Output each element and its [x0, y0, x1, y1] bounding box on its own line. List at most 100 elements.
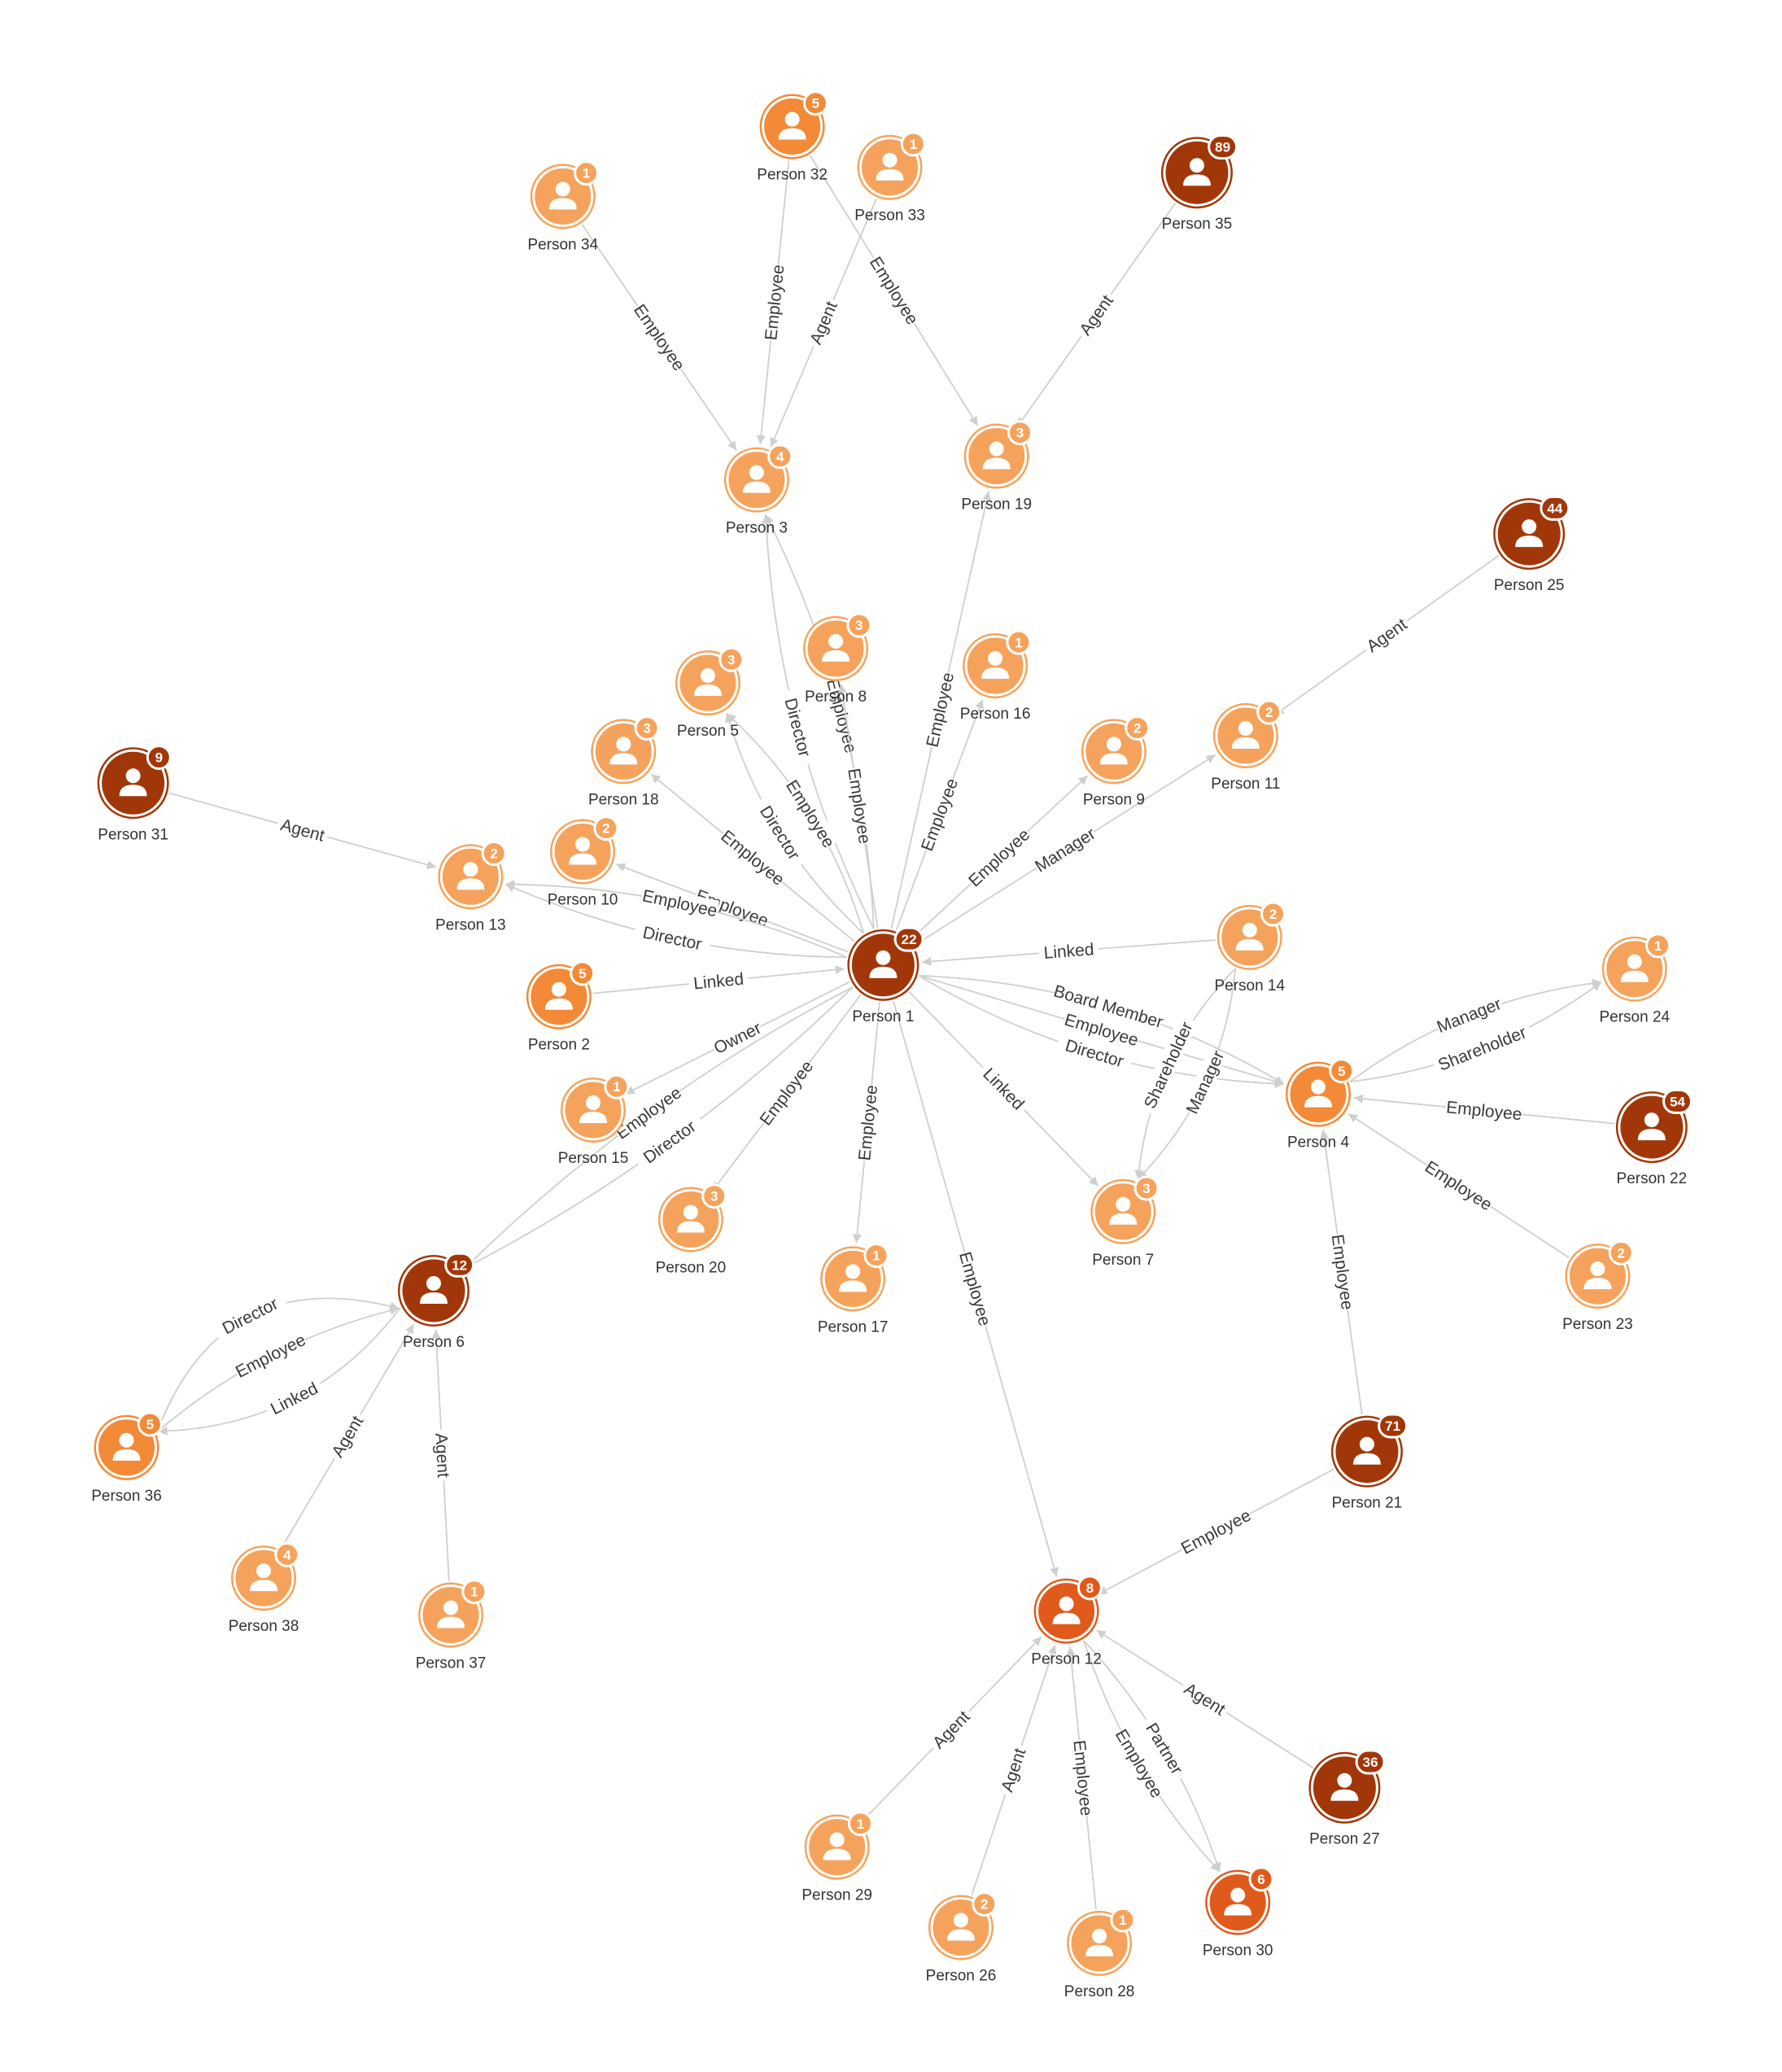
count-badge: 5	[1329, 1058, 1355, 1084]
edge-label-bg	[915, 775, 962, 854]
person-icon	[676, 1204, 705, 1233]
edge[interactable]: Employee	[756, 160, 790, 444]
edge-line[interactable]	[1349, 981, 1602, 1083]
edge[interactable]: Employee	[765, 514, 875, 929]
node-ring	[233, 1547, 295, 1609]
person-icon	[609, 737, 638, 765]
edge[interactable]: Shareholder	[1349, 981, 1602, 1083]
edge[interactable]: Employee	[1083, 1640, 1221, 1873]
edge-label-bg	[752, 794, 810, 870]
edge[interactable]: Linked	[922, 938, 1216, 966]
edge[interactable]: Owner	[624, 981, 850, 1095]
edge-line[interactable]	[1083, 1640, 1221, 1873]
edge[interactable]: Agent	[1274, 555, 1500, 716]
edge[interactable]: Agent	[1016, 203, 1177, 428]
edge-label: Agent	[1076, 291, 1117, 339]
edge[interactable]: Employee	[837, 684, 879, 929]
edge[interactable]: Agent	[168, 792, 437, 869]
count-badge-text: 22	[902, 932, 917, 947]
edge-label: Agent	[1181, 1680, 1229, 1720]
edge[interactable]: Employee	[893, 1000, 1059, 1577]
edge[interactable]: Agent	[280, 1323, 415, 1550]
node-label: Person 13	[435, 916, 506, 933]
person-icon	[1052, 1596, 1081, 1624]
edge-line[interactable]	[1349, 978, 1601, 1082]
edge[interactable]: Director	[761, 514, 875, 929]
count-badge: 1	[1645, 933, 1671, 959]
edge[interactable]: Employee	[1066, 1646, 1098, 1910]
edge[interactable]: Employee	[581, 224, 737, 451]
node-label: Person 11	[1211, 776, 1280, 793]
edge[interactable]: Agent	[431, 1329, 455, 1581]
count-badge: 4	[274, 1541, 300, 1567]
edge[interactable]: Partner	[1083, 1640, 1221, 1873]
edge[interactable]: Director	[505, 883, 847, 959]
edge[interactable]: Linked	[158, 1307, 401, 1436]
count-badge: 3	[846, 612, 872, 638]
person-icon	[693, 668, 722, 697]
edge-line[interactable]	[765, 514, 875, 929]
edge-label-bg	[1430, 1020, 1533, 1076]
edge[interactable]: Agent	[971, 1645, 1057, 1895]
edge[interactable]: Employee	[1353, 1094, 1615, 1125]
node-label: Person 6	[403, 1334, 465, 1351]
edge-line[interactable]	[761, 514, 875, 929]
edge[interactable]: Manager	[1349, 978, 1601, 1082]
edge[interactable]: Employee	[1319, 1130, 1363, 1415]
count-badge-text: 1	[583, 166, 590, 181]
edge-label-bg	[1137, 1014, 1199, 1116]
edge[interactable]: Employee	[852, 1002, 881, 1244]
edge-line[interactable]	[1083, 1640, 1221, 1873]
node-ring	[96, 1417, 158, 1479]
edge[interactable]: Employee	[1098, 1468, 1334, 1595]
edge-label-bg	[754, 1056, 817, 1130]
edge[interactable]: Linked	[592, 965, 845, 994]
person-icon	[822, 634, 850, 662]
count-badge: 3	[634, 715, 660, 741]
person-icon	[419, 1275, 448, 1304]
edge-label: Employee	[918, 776, 962, 854]
node-label: Person 10	[548, 892, 618, 909]
edge[interactable]: Employee	[1347, 1112, 1570, 1259]
count-badge: 3	[1007, 420, 1033, 446]
